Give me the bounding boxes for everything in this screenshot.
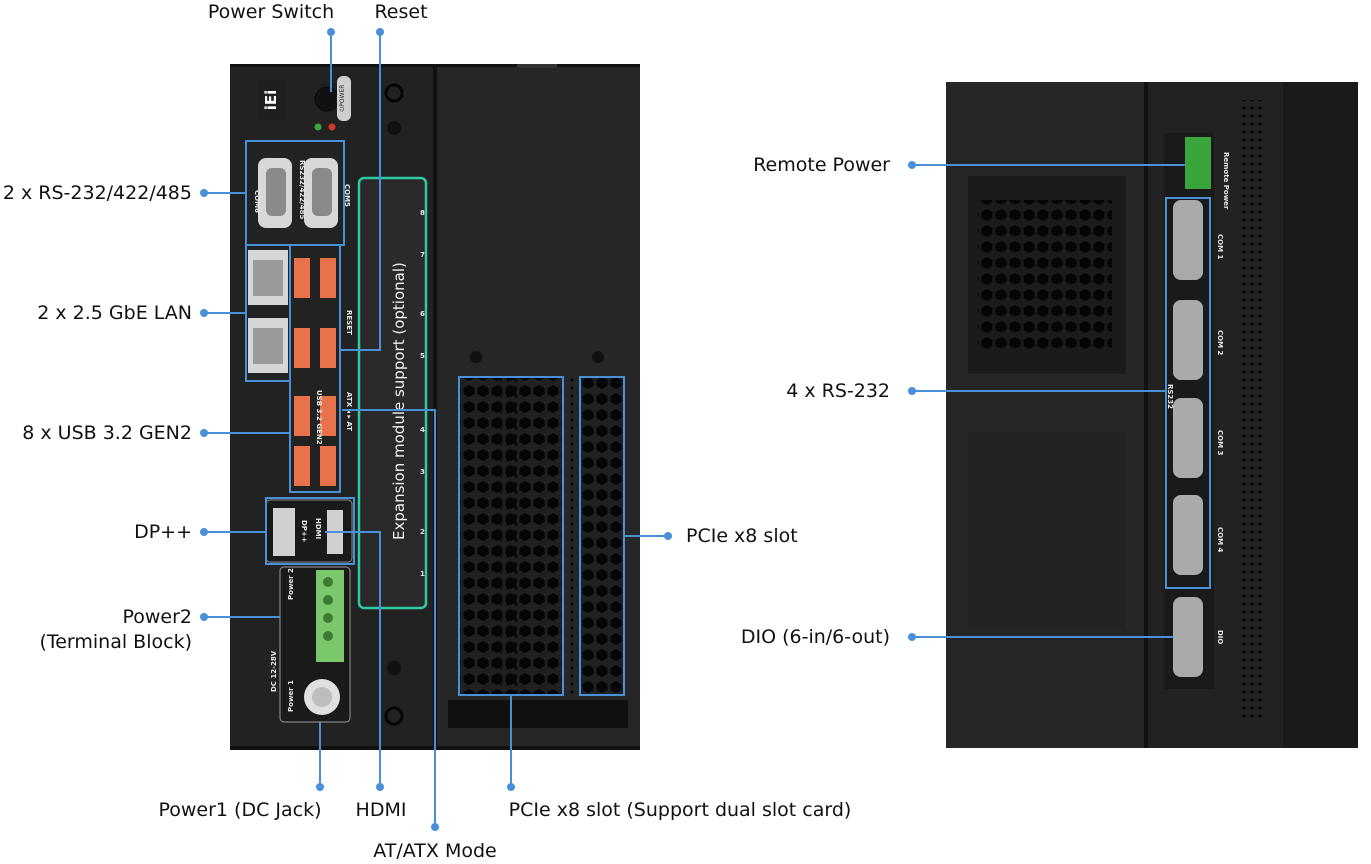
label-power2-sub: (Terminal Block) xyxy=(39,631,192,653)
rs-text: RS232/422/485 xyxy=(298,160,306,220)
rear-chassis: Remote Power COM 1 COM 2 COM 3 COM 4 RS2… xyxy=(946,82,1358,748)
com4-text: COM 4 xyxy=(1216,527,1224,552)
svg-text:iEi: iEi xyxy=(262,90,280,111)
label-dp: DP++ xyxy=(134,521,192,543)
power1-small-text: Power 1 xyxy=(287,680,295,712)
com2-text: COM 2 xyxy=(1216,330,1224,355)
reset-button[interactable] xyxy=(387,121,401,135)
label-hdmi: HDMI xyxy=(355,799,407,821)
label-rs232: 4 x RS-232 xyxy=(786,380,890,402)
antenna-mount-bottom xyxy=(384,706,404,726)
label-power2: Power2 xyxy=(122,606,192,628)
label-lan: 2 x 2.5 GbE LAN xyxy=(37,302,192,324)
com5-com6-ports: COM6 RS232/422/485 COM5 xyxy=(250,152,351,232)
com6-text: COM6 xyxy=(253,190,261,213)
power-area: Power 2 DC 12-28V Power 1 xyxy=(270,566,351,723)
com1-text: COM 1 xyxy=(1216,234,1224,259)
svg-text:7: 7 xyxy=(420,251,425,259)
svg-text:1: 1 xyxy=(420,570,425,578)
label-reset: Reset xyxy=(374,1,428,23)
label-remote-power: Remote Power xyxy=(753,154,890,176)
callout-dots xyxy=(200,28,916,831)
antenna-mount-top xyxy=(384,83,404,103)
dio-small-text: DIO xyxy=(1216,630,1224,644)
label-usb: 8 x USB 3.2 GEN2 xyxy=(22,422,192,444)
svg-text:2: 2 xyxy=(420,528,425,536)
lan-ports xyxy=(248,250,288,373)
pcie-slot-area xyxy=(448,351,628,728)
expansion-module: Expansion module support (optional) 8 7 … xyxy=(357,176,428,610)
hdmi-small-text: HDMI xyxy=(314,518,322,539)
com3-text: COM 3 xyxy=(1216,430,1224,455)
expansion-text: Expansion module support (optional) xyxy=(390,262,408,540)
atx-small-text: ATX ◂ ▸ AT xyxy=(345,392,353,431)
label-rs232-422-485: 2 x RS-232/422/485 xyxy=(2,182,192,204)
label-pcie-single: PCIe x8 slot xyxy=(686,525,798,547)
power-tag-text: ⏻POWER xyxy=(339,85,346,112)
rs232-small-text: RS232 xyxy=(1166,384,1174,409)
power2-small-text: Power 2 xyxy=(287,568,295,600)
usb-small-text: USB 3.2 GEN2 xyxy=(315,390,323,445)
power-tag xyxy=(337,76,351,121)
dc-small-text: DC 12-28V xyxy=(270,650,278,692)
svg-text:8: 8 xyxy=(420,209,425,217)
label-atatx: AT/ATX Mode xyxy=(373,840,497,862)
iei-logo: iEi xyxy=(258,80,286,120)
label-power-switch: Power Switch xyxy=(207,1,335,23)
remote-small-text: Remote Power xyxy=(1222,152,1230,210)
dp-small-text: DP++ xyxy=(300,520,308,543)
com5-text: COM5 xyxy=(343,184,351,207)
svg-text:5: 5 xyxy=(420,352,425,360)
svg-text:6: 6 xyxy=(420,310,425,318)
screw-hole xyxy=(387,661,401,675)
svg-text:4: 4 xyxy=(420,426,425,434)
label-dio: DIO (6-in/6-out) xyxy=(740,626,890,648)
svg-text:3: 3 xyxy=(420,468,425,476)
power-button[interactable] xyxy=(314,86,340,112)
label-power1: Power1 (DC Jack) xyxy=(158,799,322,821)
status-led-green xyxy=(314,123,322,131)
callout-lines xyxy=(204,32,1185,827)
usb-ports: USB 3.2 GEN2 RESET ATX ◂ ▸ AT xyxy=(294,258,353,486)
reset-small-text: RESET xyxy=(345,310,353,335)
label-pcie-dual: PCIe x8 slot (Support dual slot card) xyxy=(508,799,852,821)
status-led-red xyxy=(328,123,336,131)
